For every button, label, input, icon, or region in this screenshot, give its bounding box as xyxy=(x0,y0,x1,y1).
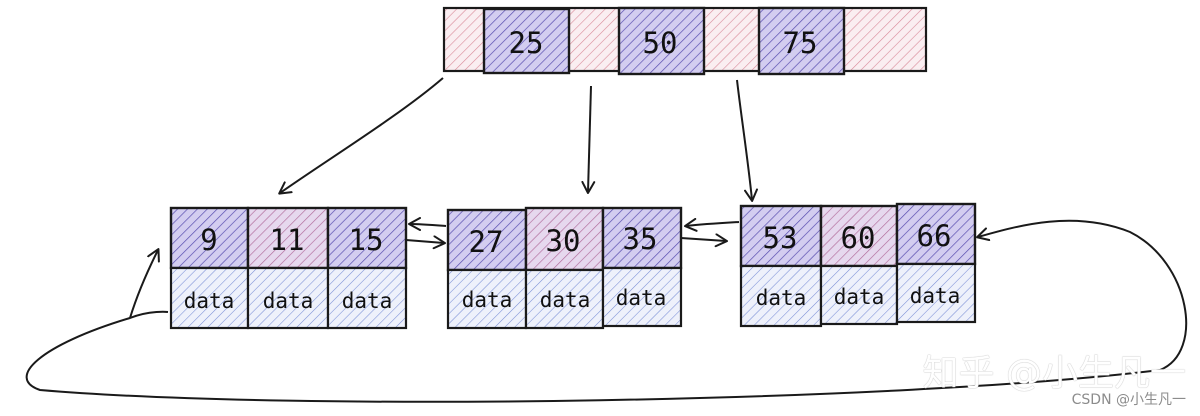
leaf-key-cell: 35 xyxy=(601,206,683,270)
leaf-key-text: 53 xyxy=(763,221,798,255)
leaf-key-cell: 11 xyxy=(246,206,330,270)
leaf-data-text: data xyxy=(616,286,667,310)
leaf-key-text: 30 xyxy=(546,224,581,258)
root-key-cell: 75 xyxy=(757,6,846,76)
leaf-data-cell: data xyxy=(819,264,899,326)
leaf-data-cell: data xyxy=(895,262,977,324)
root-key-cell: 25 xyxy=(482,7,571,75)
loop-arrow-head-first-leaf xyxy=(129,248,160,319)
child-pointer-arrows xyxy=(278,77,758,202)
root-node: 25 50 75 xyxy=(442,6,928,76)
leaf-data-text: data xyxy=(263,289,314,313)
prev-arrow-leaf2-to-leaf1 xyxy=(408,217,447,232)
leaf-data-text: data xyxy=(342,289,393,313)
leaf-key-text: 11 xyxy=(270,223,305,257)
pointer-arrow-leaf-3 xyxy=(736,79,758,202)
leaf-data-text: data xyxy=(184,289,235,313)
leaf-data-cell: data xyxy=(169,266,250,330)
next-arrow-leaf1-to-leaf2 xyxy=(405,235,446,250)
root-key-text: 75 xyxy=(783,26,818,60)
leaf-data-text: data xyxy=(834,285,885,309)
pointer-arrow-leaf-1 xyxy=(278,77,444,195)
leaf-data-cell: data xyxy=(446,268,528,330)
leaf-data-text: data xyxy=(540,288,591,312)
loop-arrow-to-last-leaf xyxy=(25,219,1188,403)
watermark-zhihu: 知乎 @小生凡一 xyxy=(922,353,1186,394)
leaf-key-cell: 30 xyxy=(524,206,605,272)
leaf-data-cell: data xyxy=(326,266,408,330)
next-arrow-leaf2-to-leaf3 xyxy=(680,233,728,248)
leaf-data-cell: data xyxy=(246,266,330,330)
leaf-node: 27 30 35 data data data xyxy=(446,206,683,330)
leaf-key-text: 27 xyxy=(469,225,504,259)
leaf-data-cell: data xyxy=(524,268,605,330)
leaf-key-cell: 15 xyxy=(326,206,408,270)
leaf-data-cell: data xyxy=(739,264,823,328)
prev-arrow-leaf3-to-leaf2 xyxy=(684,217,740,232)
leaf-key-text: 66 xyxy=(917,219,952,253)
leaf-node: 9 11 15 data data data xyxy=(169,206,408,330)
leaf-data-text: data xyxy=(910,284,961,308)
sibling-link-arrows xyxy=(25,217,1188,403)
leaf-data-text: data xyxy=(756,286,807,310)
leaf-data-text: data xyxy=(462,288,513,312)
leaf-key-cell: 60 xyxy=(819,204,899,268)
watermark-csdn: CSDN @小生凡一 xyxy=(1071,392,1186,408)
leaf-key-text: 9 xyxy=(200,223,217,257)
leaf-key-text: 15 xyxy=(349,223,384,257)
pointer-arrow-leaf-2 xyxy=(581,85,596,194)
root-key-text: 25 xyxy=(509,26,544,60)
leaf-key-text: 35 xyxy=(623,222,658,256)
leaf-key-text: 60 xyxy=(841,221,876,255)
leaf-key-cell: 9 xyxy=(169,206,250,270)
leaf-key-cell: 66 xyxy=(895,202,977,266)
leaf-node: 53 60 66 data data data xyxy=(739,202,977,328)
leaf-data-cell: data xyxy=(601,266,683,328)
root-key-text: 50 xyxy=(643,26,678,60)
root-key-cell: 50 xyxy=(617,6,706,76)
leaf-key-cell: 27 xyxy=(446,208,528,272)
leaf-key-cell: 53 xyxy=(739,204,823,268)
